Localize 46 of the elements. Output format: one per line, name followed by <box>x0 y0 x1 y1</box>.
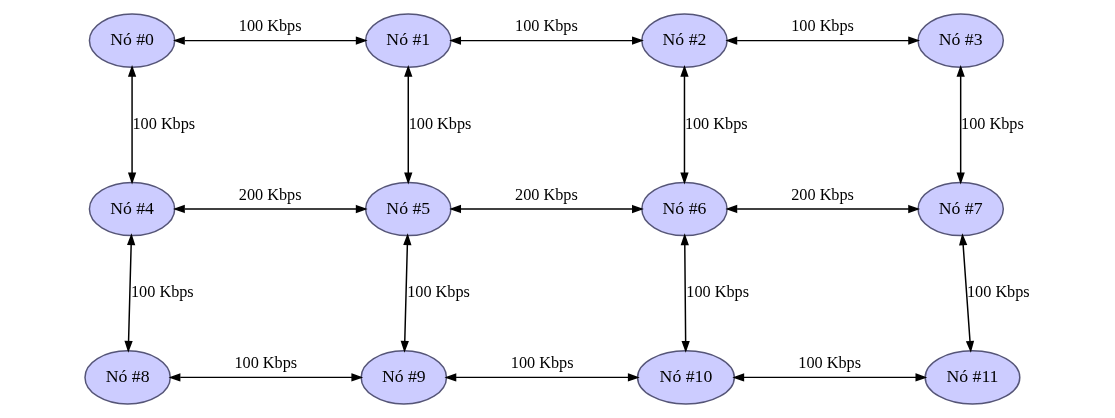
arrow <box>449 204 644 214</box>
edge-label: 100 Kbps <box>961 114 1024 133</box>
edge-label: 100 Kbps <box>966 283 1030 302</box>
node-ellipse: Nó #9 <box>360 350 448 405</box>
edge-label: 200 Kbps <box>791 185 854 204</box>
arrow <box>168 373 364 382</box>
node-ellipse: Nó #0 <box>88 13 176 68</box>
arrow <box>732 373 928 382</box>
arrow <box>449 36 644 45</box>
edge-label: 100 Kbps <box>238 17 302 36</box>
edge-label: 100 Kbps <box>407 283 470 302</box>
arrow <box>173 204 368 214</box>
arrow <box>400 233 412 353</box>
node-ellipse: Nó #8 <box>84 350 171 405</box>
edge-label: 100 Kbps <box>798 354 862 373</box>
edge-label: 100 Kbps <box>791 17 854 36</box>
arrow <box>124 233 136 353</box>
arrow <box>725 204 921 214</box>
edge-label: 200 Kbps <box>238 185 302 204</box>
arrow <box>444 373 640 382</box>
node-ellipse: Nó #1 <box>364 13 452 68</box>
node-ellipse: Nó #10 <box>636 350 736 405</box>
edge-label: 100 Kbps <box>686 283 750 302</box>
node-ellipse: Nó #7 <box>917 181 1005 237</box>
node-ellipse: Nó #2 <box>641 13 728 68</box>
edge-label: 100 Kbps <box>515 17 578 36</box>
node-ellipse: Nó #5 <box>364 181 452 237</box>
arrow <box>173 36 368 45</box>
edge-label: 100 Kbps <box>684 114 748 133</box>
node-ellipse: Nó #4 <box>88 181 176 237</box>
edge-label: 200 Kbps <box>515 185 578 204</box>
edge-label: 100 Kbps <box>408 114 472 133</box>
node-ellipse: Nó #11 <box>924 350 1021 405</box>
node-ellipse: Nó #3 <box>917 13 1005 68</box>
arrow <box>404 64 413 185</box>
edge-label: 100 Kbps <box>132 114 196 133</box>
arrow <box>725 36 921 45</box>
arrow <box>127 64 137 185</box>
node-ellipse: Nó #6 <box>641 181 728 237</box>
arrow <box>680 233 690 353</box>
edge-label: 100 Kbps <box>510 354 574 373</box>
arrow <box>680 64 689 185</box>
edge-label: 100 Kbps <box>131 283 194 302</box>
arrow <box>956 64 965 185</box>
arrow <box>959 233 975 353</box>
edge-label: 100 Kbps <box>234 354 298 373</box>
